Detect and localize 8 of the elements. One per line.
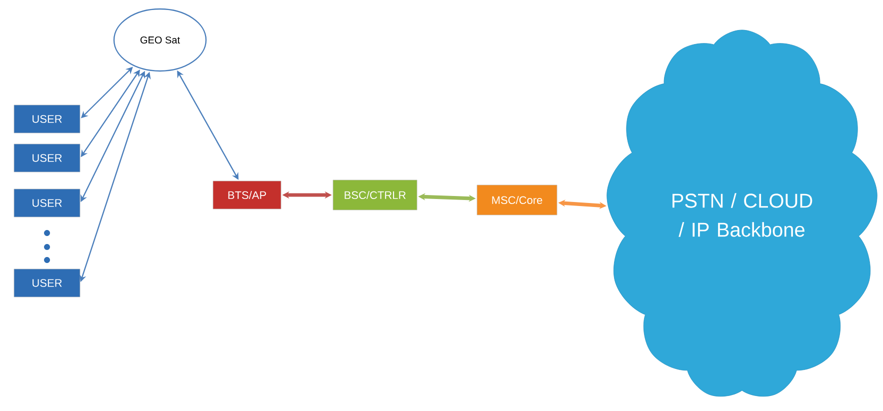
user-box: USER <box>14 104 80 134</box>
user-box: USER <box>14 268 80 298</box>
process-box: MSC/Core <box>476 184 558 216</box>
user-box: USER <box>14 144 80 172</box>
user-box: USER <box>14 188 80 218</box>
network-cloud: PSTN / CLOUD / IP Backbone <box>606 30 878 397</box>
process-box: BTS/AP <box>212 180 282 210</box>
process-box: BSC/CTRLR <box>332 180 418 210</box>
